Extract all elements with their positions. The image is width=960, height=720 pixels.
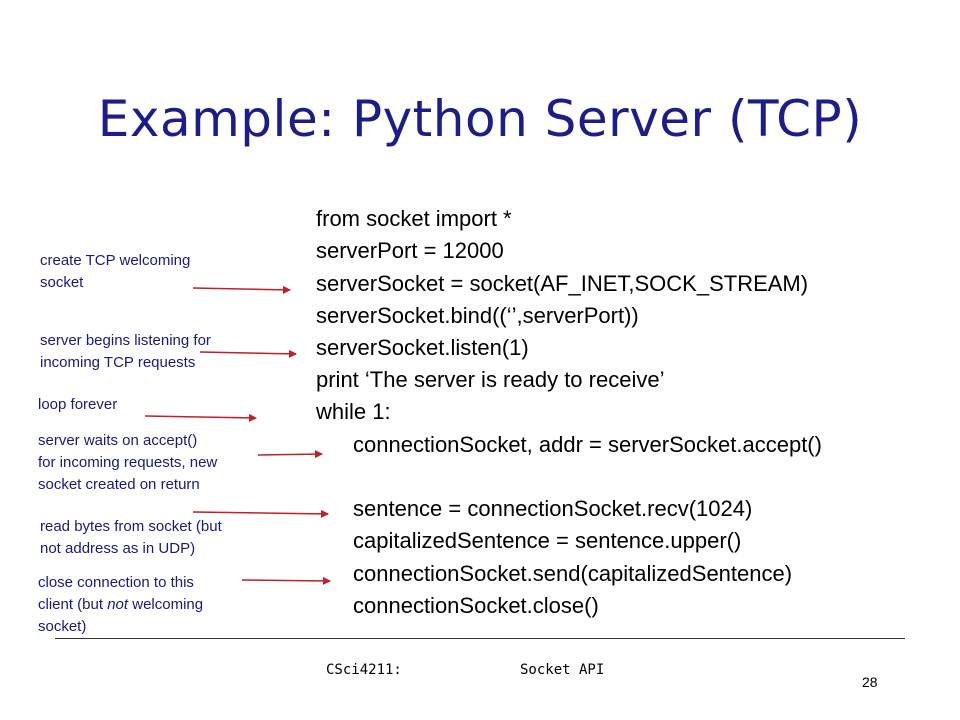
annotation-welcome: create TCP welcoming socket [40,250,190,294]
annotation-loop-line-1: loop forever [38,396,118,413]
annotation-welcome-line-1: create TCP welcoming [40,252,191,269]
annotation-accept-line-2: for incoming requests, new [38,454,218,471]
code-line-9: sentence = connectionSocket.recv(1024) [353,496,753,521]
arrow-loop [144,413,257,422]
code-line-2: serverPort = 12000 [316,238,504,263]
annotation-close-line-1: close connection to this [38,574,194,591]
code-line-7: while 1: [316,399,391,424]
footer-course: CSci4211: [326,662,402,678]
annotation-accept-line-1: server waits on accept() [38,432,198,449]
annotation-close-line-2a: client (but [38,596,108,613]
arrow-listen [199,349,297,358]
annotation-accept-line-3: socket created on return [38,476,200,493]
annotation-welcome-line-2: socket [40,274,84,291]
annotation-read-line-1: read bytes from socket (but [40,518,222,535]
code-line-11: connectionSocket.send(capitalizedSentenc… [353,561,793,586]
annotation-loop: loop forever [38,394,117,416]
annotation-accept: server waits on accept() for incoming re… [38,430,217,496]
annotation-close-line-2: client (but not welcoming [38,594,203,616]
annotation-listen-line-2: incoming TCP requests [40,354,196,371]
arrow-accept [257,450,323,459]
code-line-10: capitalizedSentence = sentence.upper() [353,528,742,553]
annotation-read: read bytes from socket (but not address … [40,516,222,560]
code-line-1: from socket import * [316,206,512,231]
page-number: 28 [862,674,878,690]
code-line-3: serverSocket = socket(AF_INET,SOCK_STREA… [316,271,809,296]
arrow-read [192,509,329,518]
footer-divider [55,638,905,639]
code-line-6: print ‘The server is ready to receive’ [316,367,665,392]
annotation-close-emphasis: not [107,596,129,613]
code-line-12: connectionSocket.close() [353,593,599,618]
annotation-listen: server begins listening for incoming TCP… [40,330,211,374]
annotation-read-line-2: not address as in UDP) [40,540,196,557]
arrow-welcome [192,285,291,294]
annotation-close-line-3: socket) [38,618,87,635]
code-line-4: serverSocket.bind((‘’,serverPort)) [316,303,639,328]
slide-title: Example: Python Server (TCP) [97,90,863,148]
annotation-close-line-2b: welcoming [128,596,204,613]
arrow-close [241,576,331,585]
annotation-listen-line-1: server begins listening for [40,332,211,349]
code-line-5: serverSocket.listen(1) [316,335,529,360]
code-line-8: connectionSocket, addr = serverSocket.ac… [353,432,822,457]
footer-topic: Socket API [520,662,605,678]
annotation-close: close connection to this client (but not… [38,572,203,638]
